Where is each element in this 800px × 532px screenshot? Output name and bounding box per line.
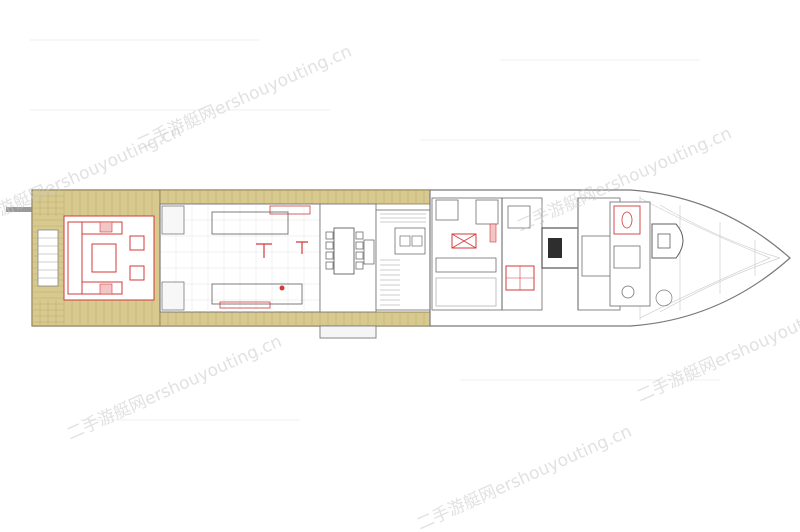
galley-sink [399, 235, 411, 247]
dining-area [319, 203, 377, 313]
passerelle [319, 325, 377, 339]
forward-cabins [577, 197, 684, 311]
midship-cabins [431, 197, 579, 311]
dining-table [333, 227, 355, 275]
cabin2-head [507, 205, 531, 229]
fwd-round-b [621, 285, 635, 299]
background-grid [30, 39, 720, 421]
dining-chair [355, 261, 364, 270]
salon-door-upper [161, 205, 185, 235]
tender-console [657, 233, 671, 249]
tender [651, 223, 684, 259]
dining-sideboard [363, 239, 375, 265]
cabin2-bed-grid [506, 266, 534, 290]
galley-stair-block [375, 209, 431, 311]
dining-chair [325, 241, 334, 250]
cabin-bed-x [451, 233, 477, 249]
fwd-toilet-b [621, 211, 633, 229]
galley-block [394, 227, 426, 255]
dining-chair [355, 241, 364, 250]
aft-cushion-2 [99, 283, 113, 295]
galley-stove [411, 235, 423, 247]
fwd-bunk-b [613, 245, 641, 269]
engine-control-inner [548, 238, 562, 258]
salon-marker-t [256, 243, 272, 258]
salon-marker-t2 [296, 241, 308, 254]
dining-floor [319, 203, 377, 313]
salon-sofa-upper [211, 211, 289, 235]
salon-sofa-lower [211, 283, 303, 305]
sofa-left [67, 221, 83, 295]
bulkheads [159, 190, 579, 326]
cabin-wardrobe [435, 199, 459, 221]
cabin-bath [475, 199, 499, 225]
fwd-cabin-b [609, 201, 651, 307]
foredeck-hatch [655, 289, 673, 307]
cabin-block-1 [431, 197, 503, 311]
aft-deck [31, 189, 431, 327]
dining-chair [325, 251, 334, 260]
salon-cabinet-lower [219, 301, 271, 309]
cabin2-marker [489, 223, 497, 243]
aft-chair-2 [129, 265, 145, 281]
dining-chair [355, 231, 364, 240]
salon-cabinet-upper [269, 205, 311, 215]
aft-table [91, 243, 117, 273]
watermark-4: 二手游艇网ershouyouting.cn [64, 332, 285, 445]
stern-post [6, 207, 32, 212]
cabin-bed-cross [451, 233, 477, 249]
dining-chair [325, 261, 334, 270]
dining-chair [325, 231, 334, 240]
cabin-shelf [435, 257, 497, 273]
aft-chair-1 [129, 235, 145, 251]
stern-stairs [37, 229, 59, 287]
stern-stair-treads [38, 237, 58, 279]
cabin-stair [435, 277, 497, 307]
salon-door-lower [161, 281, 185, 311]
dining-chair [355, 251, 364, 260]
aft-cushion-1 [99, 221, 113, 233]
fwd-head-b [613, 205, 641, 235]
main-salon [159, 203, 321, 313]
salon-marker-dot [279, 285, 285, 291]
watermark-6: 二手游艇网ershouyouting.cn [414, 422, 635, 532]
